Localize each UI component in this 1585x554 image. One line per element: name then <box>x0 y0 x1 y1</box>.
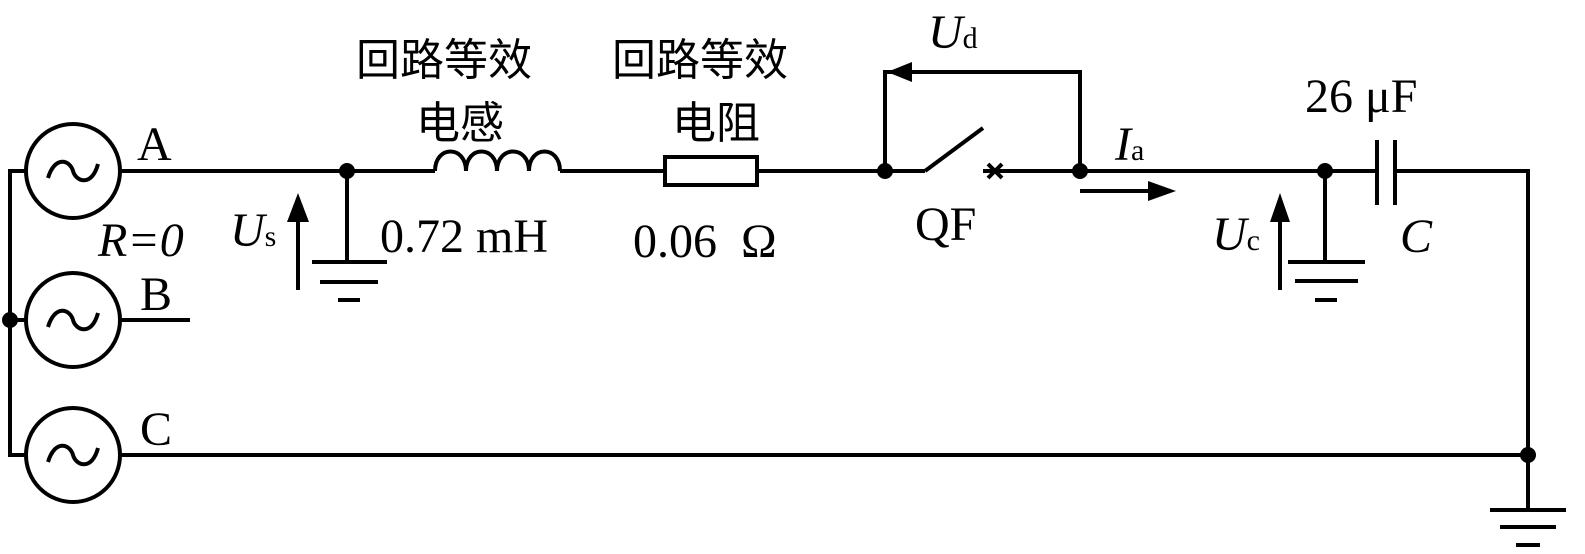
capacitor <box>1375 140 1397 205</box>
phase-c-wire <box>120 453 1530 510</box>
label-phase-a: A <box>137 118 172 171</box>
inductor-title: 回路等效 <box>356 35 532 86</box>
ground-symbol-cap <box>1288 171 1365 302</box>
capacitor-value: 26 μF <box>1305 70 1417 123</box>
resistor-value: 0.06 Ω <box>633 215 777 268</box>
ground-symbol-right <box>1490 508 1566 547</box>
inductor <box>433 149 562 172</box>
phase-a-wire <box>120 169 1530 455</box>
label-resistance: R=0 <box>97 214 184 267</box>
label-phase-c: C <box>140 403 172 456</box>
source-a <box>24 122 122 220</box>
ground-symbol-source <box>312 171 387 302</box>
source-c <box>24 406 122 504</box>
neutral-node <box>2 312 18 328</box>
ud-arrow-head <box>887 62 912 82</box>
inductor-name: 电感 <box>416 98 504 149</box>
label-ia: Ia <box>1114 118 1144 171</box>
resistor-name: 电阻 <box>672 98 760 149</box>
source-b <box>24 271 122 369</box>
capacitor-name: C <box>1400 210 1433 263</box>
us-arrow-head <box>287 193 309 222</box>
uc-arrow-head <box>1270 193 1290 222</box>
ud-loop <box>883 70 1082 171</box>
label-uc: Uc <box>1212 208 1260 261</box>
inductor-value: 0.72 mH <box>380 210 548 263</box>
label-qf: QF <box>915 198 976 251</box>
resistor-title: 回路等效 <box>612 35 788 86</box>
breaker-qf[interactable] <box>923 126 1004 180</box>
label-ud: Ud <box>928 6 978 59</box>
label-phase-b: B <box>140 268 172 321</box>
label-us: Us <box>230 204 276 257</box>
resistor <box>663 155 759 187</box>
ia-arrow-head <box>1148 181 1176 201</box>
